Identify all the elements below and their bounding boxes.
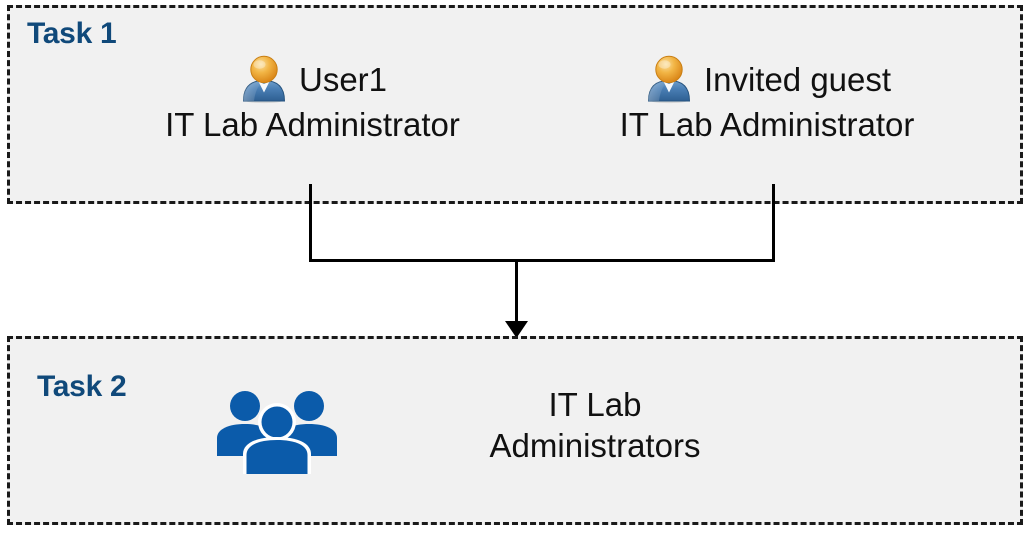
person-guest-name: Invited guest <box>703 60 892 98</box>
users-group-icon <box>217 391 337 474</box>
group-icon-wrapper <box>212 388 342 474</box>
task-1-label: Task 1 <box>27 17 117 50</box>
group-name-label: IT Lab Administrators <box>489 386 701 465</box>
user-icon <box>242 55 285 104</box>
person-user1-row: User1 <box>120 53 505 105</box>
task-2-box <box>7 336 1023 525</box>
person-user1-name: User1 <box>298 60 388 98</box>
person-guest-role: IT Lab Administrator <box>619 106 915 143</box>
person-user1-role: IT Lab Administrator <box>165 106 460 143</box>
task-1-box <box>7 5 1023 204</box>
person-entry-invited-guest: Invited guest IT Lab Administrator <box>567 53 967 143</box>
person-entry-user1: User1 IT Lab Administrator <box>120 53 505 143</box>
user-icon <box>647 55 690 104</box>
task-2-label: Task 2 <box>37 370 127 403</box>
person-guest-row: Invited guest <box>567 53 967 105</box>
